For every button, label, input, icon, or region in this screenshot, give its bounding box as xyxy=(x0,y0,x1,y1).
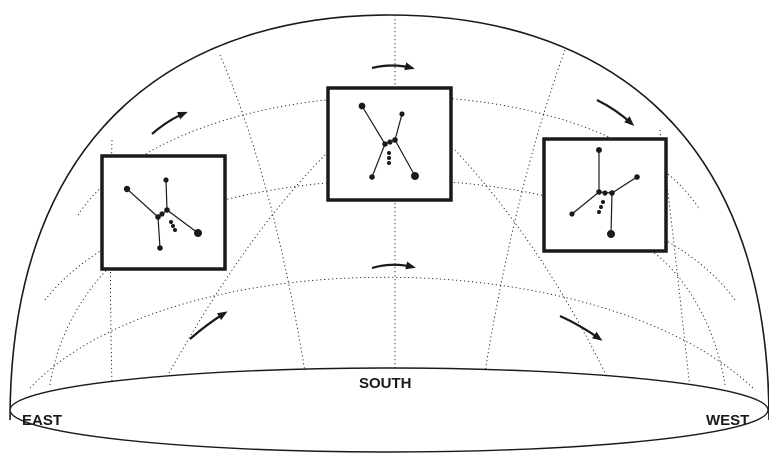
star xyxy=(157,245,163,251)
star xyxy=(596,210,601,215)
star xyxy=(606,230,615,239)
label-east: EAST xyxy=(22,412,63,429)
star xyxy=(598,205,603,210)
arrow-lower-center xyxy=(371,261,416,270)
constellation-frame-west xyxy=(542,137,668,253)
star xyxy=(387,161,392,166)
star xyxy=(169,220,174,225)
constellation-east xyxy=(123,177,203,251)
arrow-upper-west xyxy=(596,99,635,127)
horizon-ellipse xyxy=(9,367,769,453)
lower-motion-arrows xyxy=(189,261,603,341)
star xyxy=(173,228,178,233)
star xyxy=(164,207,170,213)
star xyxy=(171,224,176,229)
star xyxy=(609,190,615,196)
star xyxy=(411,172,420,181)
constellation-frame-east xyxy=(100,154,227,271)
star xyxy=(600,200,605,205)
grid-meridian-east-inner xyxy=(219,54,306,373)
star xyxy=(634,174,640,180)
star xyxy=(159,211,165,217)
star xyxy=(123,185,131,193)
upper-motion-arrows xyxy=(151,62,635,135)
star xyxy=(399,111,405,117)
constellation-south xyxy=(358,102,420,181)
star xyxy=(358,102,366,110)
arrow-lower-west xyxy=(559,314,603,341)
arrow-upper-center xyxy=(371,62,415,71)
constellation-west xyxy=(569,147,640,239)
star xyxy=(569,211,575,217)
star xyxy=(602,190,608,196)
star xyxy=(387,151,392,156)
grid-diagonal-west xyxy=(454,149,611,384)
star xyxy=(369,174,375,180)
constellation-frame-south xyxy=(326,86,453,202)
star xyxy=(387,156,392,161)
grid-cross-west xyxy=(649,249,726,386)
star xyxy=(194,229,203,238)
label-west: WEST xyxy=(706,412,750,429)
star xyxy=(392,137,398,143)
star xyxy=(382,141,388,147)
label-south: SOUTH xyxy=(359,375,412,392)
star xyxy=(387,139,393,145)
dome-outline xyxy=(9,14,769,421)
star xyxy=(163,177,169,183)
star xyxy=(596,189,602,195)
arrow-lower-east xyxy=(189,311,228,340)
star xyxy=(595,147,602,154)
arrow-upper-east xyxy=(151,111,188,135)
star xyxy=(155,214,161,220)
